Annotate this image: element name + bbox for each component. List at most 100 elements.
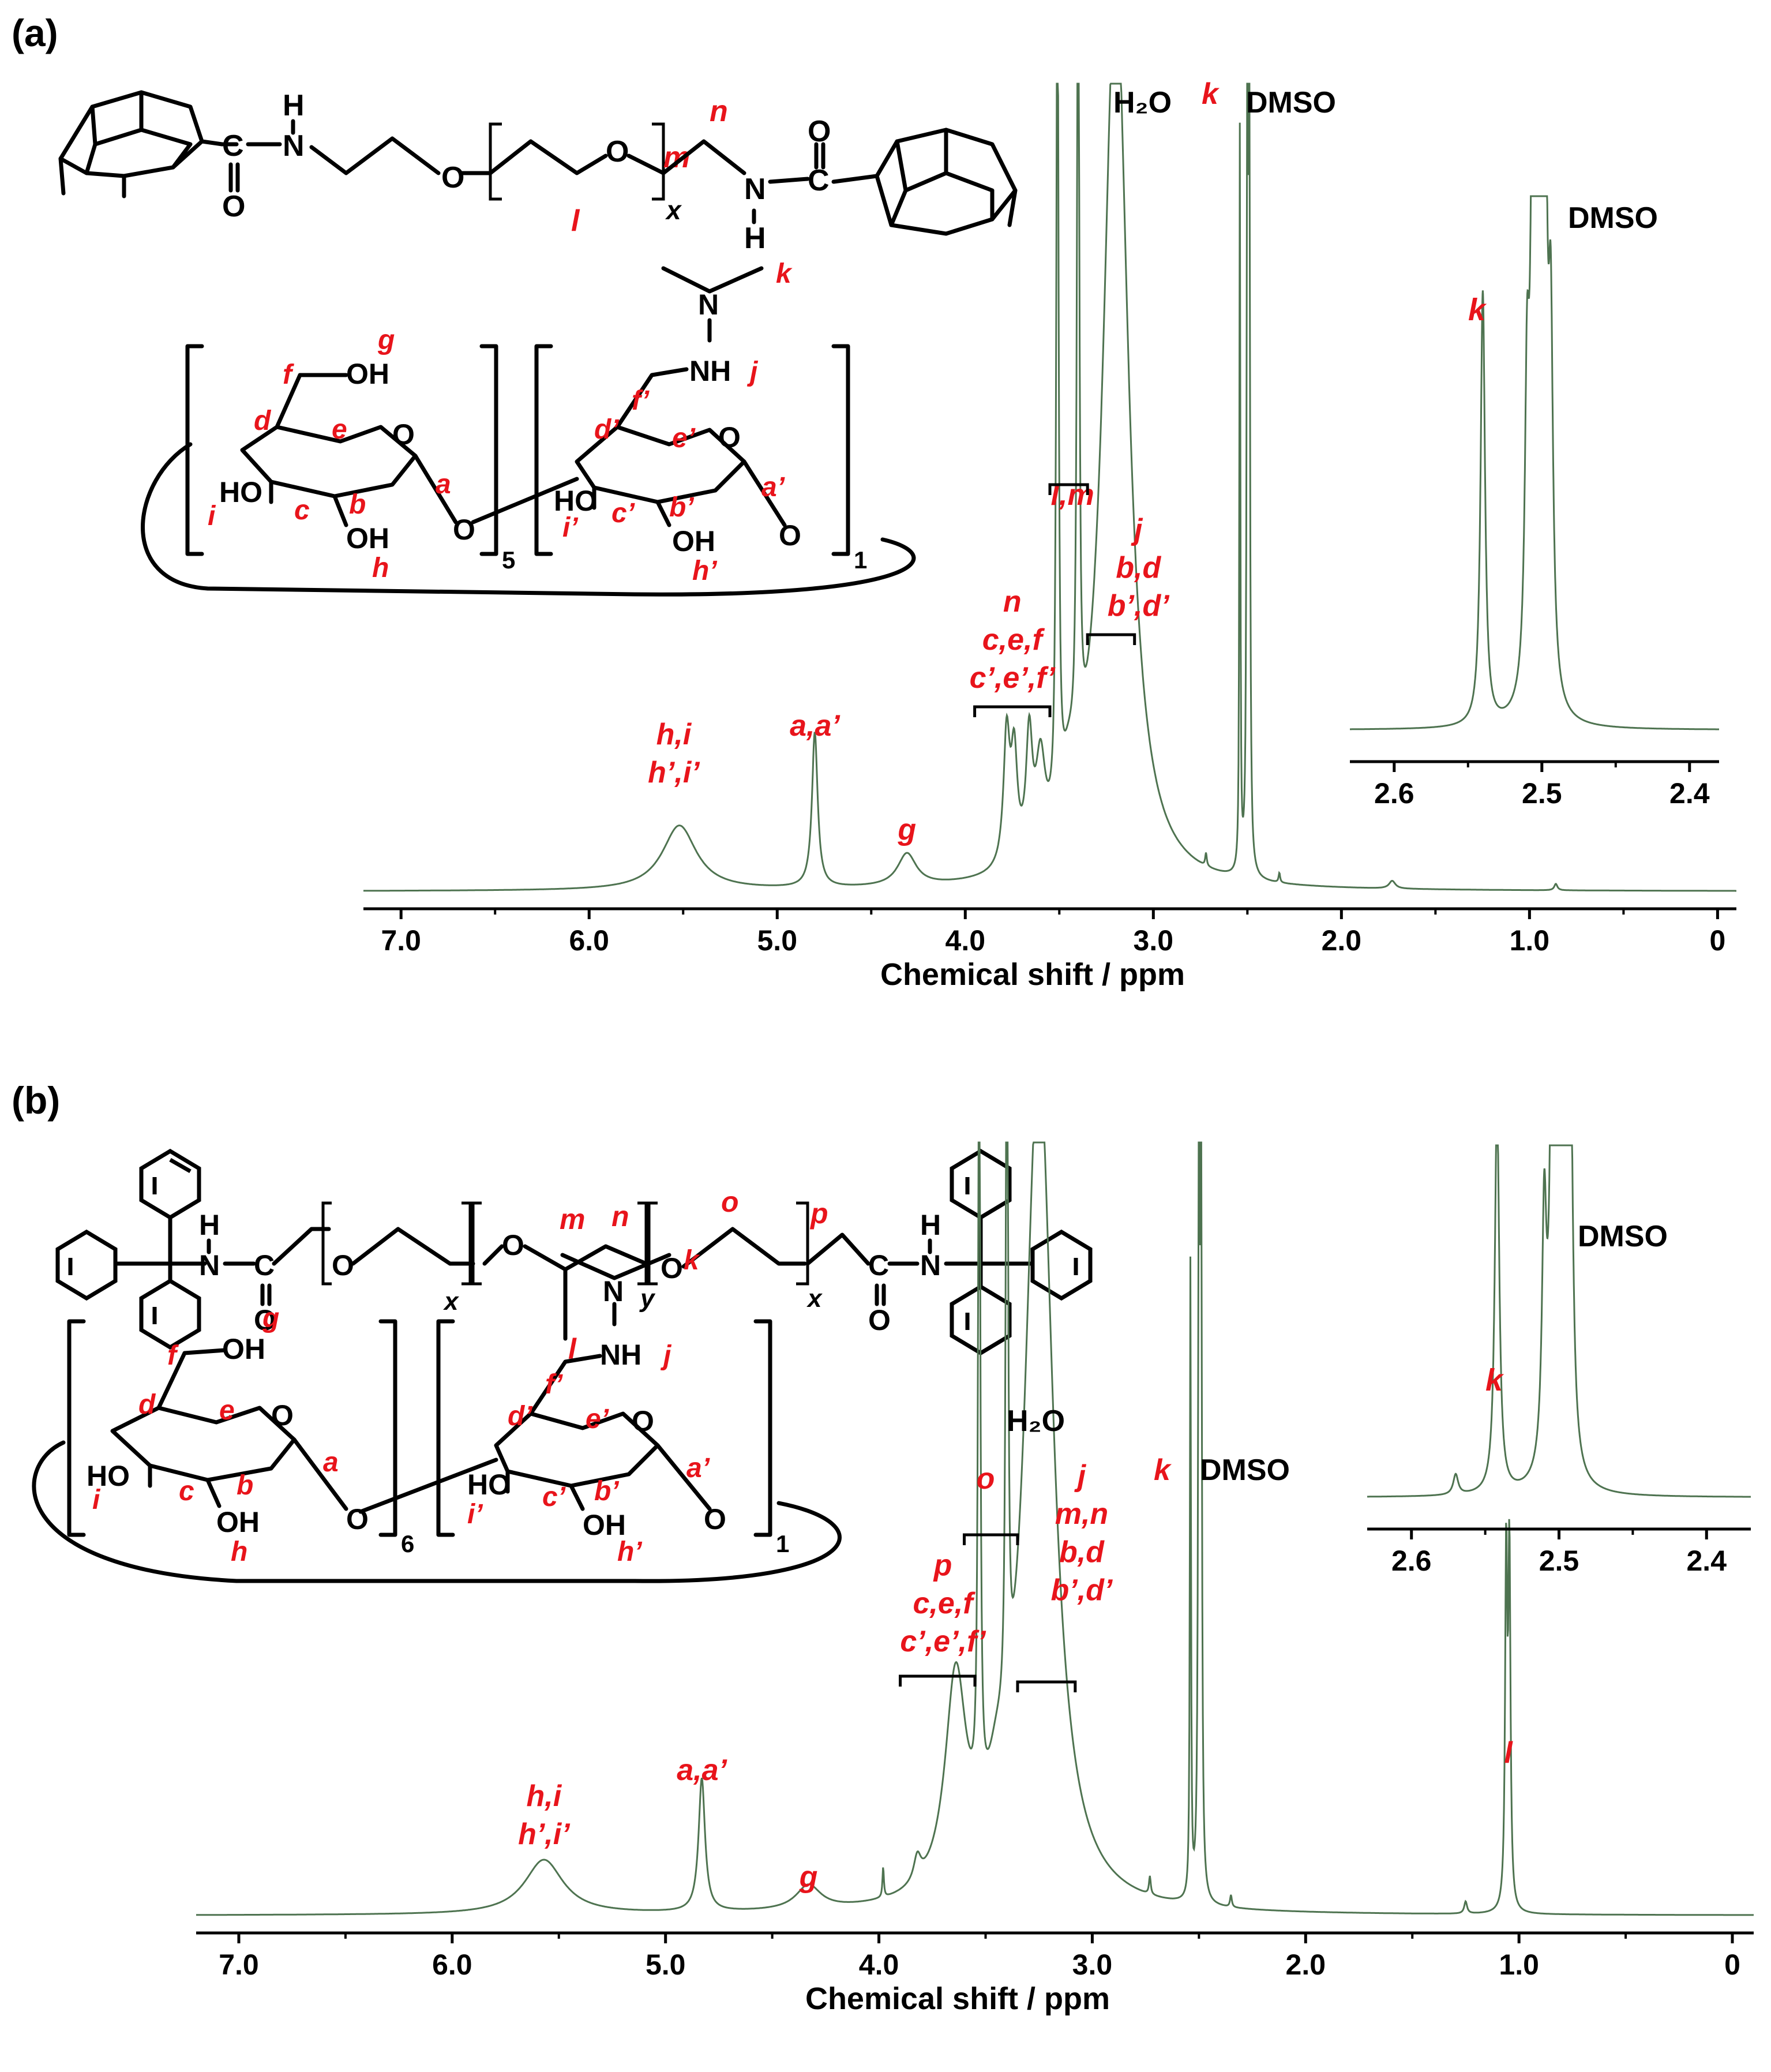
cd-label-h: h	[372, 553, 389, 583]
atom-h-left: H	[283, 89, 305, 122]
x-tick-label: 3.0	[1072, 1949, 1113, 1981]
b-label-o: o	[721, 1186, 739, 1218]
atom-c-left: C	[222, 129, 244, 163]
label-water-a: H₂O	[1113, 86, 1172, 119]
integration-bracket	[899, 1674, 977, 1687]
b-label-p: p	[809, 1197, 828, 1230]
peak-annotation: p	[933, 1549, 952, 1582]
b-cd-label-f-prime: f’	[545, 1369, 563, 1400]
cd-label-c-prime: c’	[611, 498, 635, 529]
label-water-b: H₂O	[1007, 1404, 1065, 1438]
trityl-left-icon	[55, 1148, 207, 1350]
x-tick-label: 3.0	[1134, 924, 1174, 957]
label-k-solvent-a: k	[1202, 77, 1220, 111]
x-tick-label: 1.0	[1510, 924, 1550, 957]
b-cd-repeat-1: 1	[776, 1530, 789, 1557]
panel-a: (a) C O N H O l O x	[12, 12, 1736, 992]
x-tick-label: 2.5	[1539, 1545, 1579, 1577]
structure-a-cyclodextrin: OH O HO OH O 5 g f d e a b c i h N NH O …	[141, 258, 916, 597]
b-cd-label-i: i	[92, 1485, 101, 1515]
b-cd-label-g: g	[262, 1303, 279, 1333]
cd-nh-j: NH	[689, 355, 731, 387]
cd-oh-h-prime: OH	[672, 525, 715, 557]
peak-annotation: l	[1504, 1736, 1513, 1770]
b-cd-label-e: e	[219, 1395, 235, 1426]
b-cd-n-dimethyl: N	[603, 1275, 624, 1307]
b-atom-c-right: C	[868, 1249, 889, 1282]
cd-ring-outline	[141, 442, 916, 597]
b-atom-n-left: N	[199, 1249, 220, 1282]
cd-label-c: c	[294, 495, 310, 526]
x-tick-label: 4.0	[945, 924, 986, 957]
structure-b-chain: H N C O O x O m n l y O o x p	[55, 1148, 1093, 1365]
b-atom-h-right: H	[920, 1209, 941, 1241]
x-tick-label: 5.0	[757, 924, 798, 957]
b-cd-label-k: k	[684, 1245, 700, 1276]
b-cd-label-a-prime: a’	[686, 1453, 710, 1483]
atom-n-right: N	[744, 173, 766, 206]
b-cd-terminal-o: O	[704, 1503, 726, 1535]
cd-label-i: i	[208, 501, 216, 531]
panel-label-a: (a)	[12, 12, 58, 54]
label-l-top-a: l	[571, 204, 580, 238]
x-tick-label: 5.0	[646, 1949, 686, 1981]
peak-annotation: c,e,f	[982, 623, 1045, 657]
peak-annotation: c’,e’,f’	[970, 661, 1056, 695]
cd-label-j: j	[746, 357, 759, 387]
peak-annotation: m,n	[1055, 1497, 1108, 1531]
label-n-top-a: n	[710, 95, 728, 128]
cd-oh-h: OH	[346, 522, 389, 554]
structure-a-chain: C O N H O l O x m n N H C O	[58, 89, 1018, 255]
b-cd-label-f: f	[167, 1340, 179, 1371]
x-tick-label: 4.0	[859, 1949, 899, 1981]
peak-annotation: a,a’	[677, 1753, 727, 1787]
panel-b: (b) H N C O O x O m n	[12, 1079, 1754, 2016]
b-cd-label-b-prime: b’	[594, 1476, 619, 1507]
panel-label-b: (b)	[12, 1079, 60, 1122]
x-tick-label: 2.6	[1374, 777, 1414, 810]
atom-c-right: C	[808, 164, 830, 197]
b-atom-o-1: O	[332, 1249, 354, 1282]
inset-label-dmso-b: DMSO	[1578, 1220, 1668, 1253]
cd-oh-g: OH	[346, 358, 389, 390]
b-cd-label-j: j	[660, 1340, 672, 1371]
b-subscript-x-2: x	[806, 1284, 823, 1313]
cd-repeat-5: 5	[502, 546, 515, 574]
b-atom-o-2: O	[502, 1229, 524, 1261]
cd-label-d: d	[254, 406, 272, 436]
spectrum-trace	[1367, 1144, 1751, 1498]
peak-annotation: b,d	[1116, 551, 1161, 584]
cd-n-dimethyl: N	[698, 288, 719, 321]
b-cd-repeat-6: 6	[401, 1530, 414, 1557]
spectrum-trace	[196, 1141, 1754, 1916]
peak-annotation: b,d	[1059, 1535, 1105, 1569]
b-cd-label-d: d	[138, 1389, 156, 1420]
x-tick-label: 2.4	[1669, 777, 1710, 810]
peak-annotation: o	[977, 1462, 995, 1496]
cd-label-f: f	[283, 359, 294, 390]
b-subscript-x-1: x	[443, 1287, 459, 1316]
b-cd-oh-h: OH	[216, 1506, 260, 1538]
cd-label-e: e	[332, 414, 347, 445]
label-dmso-a: DMSO	[1246, 86, 1336, 119]
b-cd-label-d-prime: d’	[508, 1401, 532, 1432]
cd-label-a-prime: a’	[761, 472, 785, 503]
peak-annotation: h’,i’	[518, 1818, 571, 1851]
cd-ho-i-prime: HO	[554, 485, 597, 517]
peak-annotation: a,a’	[790, 709, 841, 743]
b-cd-oh-g: OH	[222, 1333, 265, 1365]
cd-label-g: g	[377, 325, 395, 355]
peak-annotation: j	[1074, 1459, 1087, 1493]
cd-label-i-prime: i’	[562, 512, 578, 543]
peak-annotation: b’,d’	[1108, 589, 1170, 623]
x-tick-label: 1.0	[1499, 1949, 1539, 1981]
integration-bracket	[1048, 483, 1089, 495]
x-tick-label: 2.0	[1286, 1949, 1326, 1981]
subscript-x-a: x	[665, 195, 682, 225]
x-tick-label: 2.0	[1322, 924, 1362, 957]
peak-annotation: h,i	[656, 718, 692, 751]
b-atom-o-carbonyl-left: O	[254, 1304, 276, 1336]
atom-o-ether-2: O	[606, 135, 629, 168]
